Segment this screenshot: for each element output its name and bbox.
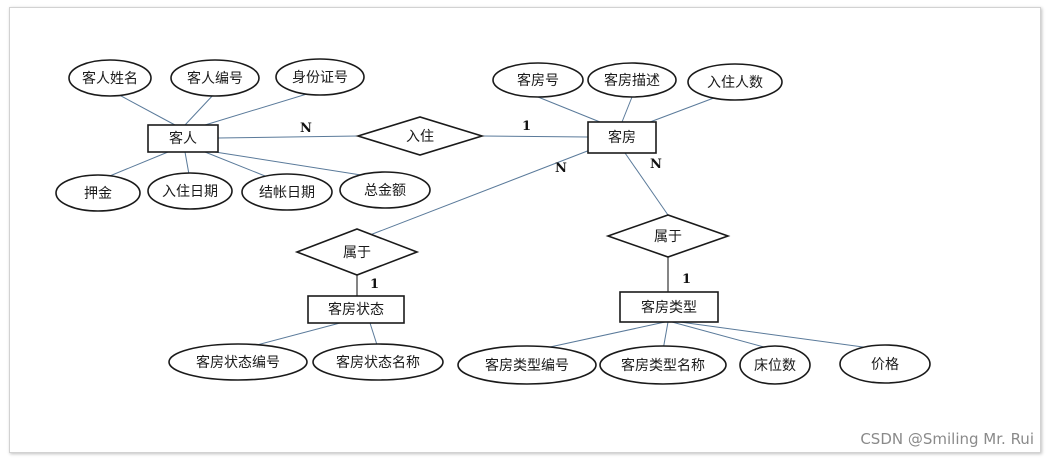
svg-text:床位数: 床位数 xyxy=(754,358,796,374)
svg-text:属于: 属于 xyxy=(343,245,371,261)
svg-text:押金: 押金 xyxy=(84,186,112,202)
svg-text:客房类型名称: 客房类型名称 xyxy=(621,357,705,374)
cardinality-guest-checkin: N xyxy=(300,121,312,136)
svg-text:属于: 属于 xyxy=(654,229,682,245)
attribute-room-no: 客房号 xyxy=(492,62,584,98)
watermark-text: CSDN @Smiling Mr. Rui xyxy=(860,430,1034,448)
svg-text:客房状态名称: 客房状态名称 xyxy=(336,354,420,371)
cardinality-status-side: 1 xyxy=(370,277,379,292)
attribute-guest-name: 客人姓名 xyxy=(68,59,152,97)
svg-text:客房号: 客房号 xyxy=(517,72,559,89)
svg-text:客房类型: 客房类型 xyxy=(641,299,697,316)
entity-room: 客房 xyxy=(587,121,657,154)
attribute-type-id: 客房类型编号 xyxy=(457,345,597,385)
cardinality-room-status-side: N xyxy=(555,161,567,176)
svg-text:价格: 价格 xyxy=(871,357,899,373)
attribute-checkin-date: 入住日期 xyxy=(147,172,233,210)
relationship-status-belongs: 属于 xyxy=(294,228,420,276)
attribute-checkout-date: 结帐日期 xyxy=(241,173,333,211)
svg-text:客人: 客人 xyxy=(169,130,197,147)
relationship-type-belongs: 属于 xyxy=(605,214,731,258)
entity-room-status: 客房状态 xyxy=(307,295,405,324)
svg-text:客房状态编号: 客房状态编号 xyxy=(196,354,280,371)
entity-guest: 客人 xyxy=(147,124,219,153)
attribute-total-amount: 总金额 xyxy=(339,171,431,209)
svg-text:客房类型编号: 客房类型编号 xyxy=(485,357,569,374)
svg-text:客人编号: 客人编号 xyxy=(187,70,243,87)
attribute-deposit: 押金 xyxy=(55,174,141,212)
connection-lines xyxy=(99,89,886,353)
attribute-beds: 床位数 xyxy=(739,345,811,385)
attribute-status-name: 客房状态名称 xyxy=(312,343,444,381)
svg-text:客房: 客房 xyxy=(608,129,636,146)
svg-text:结帐日期: 结帐日期 xyxy=(259,185,315,201)
attribute-room-desc: 客房描述 xyxy=(587,62,677,98)
cardinality-type-side: 1 xyxy=(682,272,691,287)
entity-room-type: 客房类型 xyxy=(619,291,719,323)
attribute-status-id: 客房状态编号 xyxy=(168,343,308,381)
svg-text:客房状态: 客房状态 xyxy=(328,301,384,318)
attribute-guest-id: 客人编号 xyxy=(170,59,260,97)
svg-text:客人姓名: 客人姓名 xyxy=(82,70,138,87)
svg-text:入住日期: 入住日期 xyxy=(162,184,218,200)
svg-text:入住人数: 入住人数 xyxy=(707,75,763,91)
relationship-check-in: 入住 xyxy=(355,116,485,156)
attribute-id-card: 身份证号 xyxy=(275,58,365,96)
attribute-type-name: 客房类型名称 xyxy=(599,345,727,385)
svg-text:身份证号: 身份证号 xyxy=(292,70,348,86)
svg-text:总金额: 总金额 xyxy=(364,183,406,199)
attribute-price: 价格 xyxy=(839,344,931,384)
cardinality-checkin-room: 1 xyxy=(522,119,531,134)
svg-text:入住: 入住 xyxy=(406,129,434,145)
svg-text:客房描述: 客房描述 xyxy=(604,72,660,89)
cardinality-room-type-side: N xyxy=(650,157,662,172)
attribute-occupants: 入住人数 xyxy=(687,63,783,101)
